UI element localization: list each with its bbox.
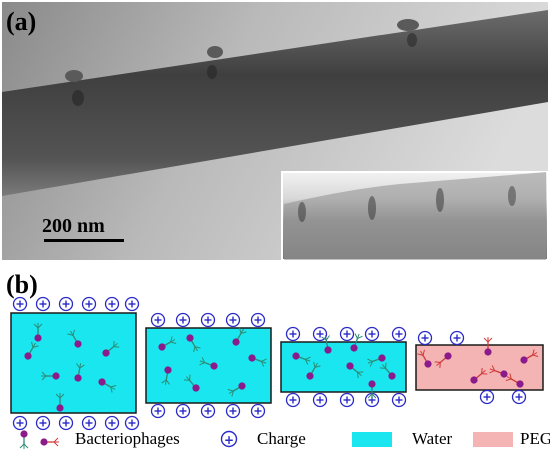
charge-symbol — [449, 330, 465, 346]
bacteriophage — [183, 374, 200, 392]
phage-bump — [207, 46, 223, 58]
bacteriophage — [232, 327, 247, 346]
water-legend-swatch — [352, 432, 392, 447]
charge-symbol — [124, 415, 140, 431]
bacteriophage — [367, 354, 386, 367]
charge-symbol — [35, 296, 51, 312]
bacteriophage — [505, 373, 524, 388]
bacteriophage — [248, 354, 267, 367]
charge-symbol — [225, 403, 241, 419]
charge-symbol — [391, 326, 407, 342]
scale-bar-label: 200 nm — [42, 215, 105, 237]
charge-symbol — [12, 415, 28, 431]
scale-bar — [44, 239, 124, 242]
charge-symbol — [81, 415, 97, 431]
bacteriophage — [520, 349, 539, 364]
charge-legend-icon: + — [220, 430, 238, 448]
charge-symbol — [225, 312, 241, 328]
charge-symbol — [200, 312, 216, 328]
bacteriophage — [158, 336, 177, 351]
charge-symbols — [12, 296, 527, 431]
bacteriophage — [98, 378, 117, 393]
bacteriophage — [227, 382, 246, 397]
bacteriophage — [417, 349, 432, 368]
bacteriophage — [199, 357, 218, 370]
charge-symbol — [104, 415, 120, 431]
charge-symbol — [250, 312, 266, 328]
bacteriophage — [55, 393, 65, 412]
bacteriophage — [40, 437, 59, 447]
charge-symbol — [35, 415, 51, 431]
charge-symbol — [339, 392, 355, 408]
charge-symbol — [81, 296, 97, 312]
phage-spot — [207, 65, 217, 79]
bacteriophage — [367, 380, 377, 399]
nanofiber — [2, 10, 548, 196]
charge-symbol — [12, 296, 28, 312]
panel-label-a: (a) — [6, 7, 37, 36]
bacteriophages — [24, 323, 539, 412]
charge-symbol — [58, 296, 74, 312]
legend-water: Water — [412, 429, 452, 448]
bacteriophage-legend-icon — [19, 430, 59, 449]
charge-symbol — [285, 392, 301, 408]
panel-label-b: (b) — [6, 270, 38, 299]
bacteriophage — [102, 340, 120, 357]
legend-bacteriophages: Bacteriophages — [75, 429, 180, 448]
charge-symbol — [285, 326, 301, 342]
charge-symbol — [511, 389, 527, 405]
bacteriophage — [434, 352, 452, 369]
charge-symbol — [479, 389, 495, 405]
bacteriophage — [489, 365, 508, 378]
peg-compartment — [415, 344, 544, 391]
micrograph-inset — [281, 171, 548, 260]
bacteriophage — [321, 335, 332, 354]
bacteriophage — [67, 329, 82, 348]
water-compartment-1 — [10, 312, 137, 414]
peg-legend-swatch — [473, 432, 513, 447]
charge-symbol — [364, 326, 380, 342]
charge-symbol — [150, 403, 166, 419]
charge-symbol — [250, 403, 266, 419]
tem-micrograph: 200 nm — [2, 2, 548, 260]
charge-symbol — [312, 326, 328, 342]
charge-symbol — [200, 403, 216, 419]
legend: Bacteriophages + Charge Water PEG — [19, 429, 550, 449]
bacteriophage — [24, 341, 39, 360]
bacteriophage — [41, 371, 60, 381]
bacteriophage — [306, 361, 321, 380]
charge-symbol — [124, 296, 140, 312]
water-compartment-3 — [280, 341, 407, 393]
legend-peg: PEG — [520, 429, 550, 448]
water-compartment-2 — [145, 327, 272, 404]
bacteriophage — [33, 323, 43, 342]
legend-charge: Charge — [257, 429, 306, 448]
svg-text:+: + — [224, 433, 234, 447]
phage-bump — [397, 19, 419, 31]
schematic-diagram: Bacteriophages + Charge Water PEG — [10, 296, 550, 449]
charge-symbol — [391, 392, 407, 408]
phage-spot — [72, 90, 84, 106]
charge-symbol — [58, 415, 74, 431]
bacteriophage — [19, 430, 29, 449]
charge-symbol — [150, 312, 166, 328]
bacteriophage — [292, 352, 311, 365]
bacteriophage — [483, 337, 493, 356]
charge-symbol — [312, 392, 328, 408]
bacteriophage — [379, 362, 396, 380]
phage-spot — [407, 33, 417, 47]
charge-symbol — [339, 326, 355, 342]
bacteriophage — [161, 366, 172, 385]
bacteriophage — [74, 363, 85, 382]
bacteriophage — [470, 367, 488, 384]
bacteriophage — [346, 362, 364, 379]
charge-symbol — [104, 296, 120, 312]
charge-symbol — [417, 330, 433, 346]
charge-symbol — [175, 312, 191, 328]
phage-bump — [65, 70, 83, 82]
bacteriophage — [350, 333, 363, 352]
bacteriophage — [186, 334, 201, 353]
charge-symbol — [175, 403, 191, 419]
